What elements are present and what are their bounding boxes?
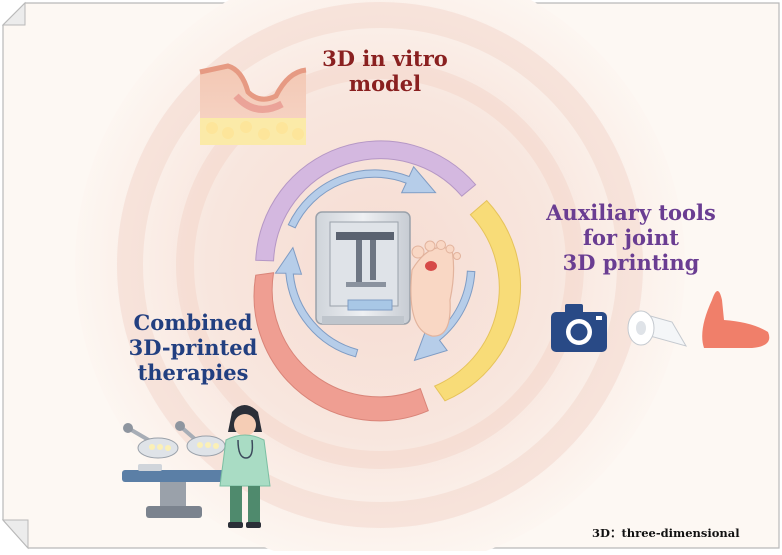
ring-segment-red (253, 272, 429, 422)
label-combined-therapies: Combined 3D-printed therapies (98, 310, 288, 386)
arrow-top (287, 165, 437, 229)
label-top-line-2: model (348, 71, 422, 97)
label-right-line-1: Auxiliary tools (546, 200, 716, 225)
label-top-line-1: 3D in vitro (322, 46, 448, 71)
corner-fold-bottom (1, 519, 29, 550)
ring-segment-yellow (433, 199, 521, 402)
surgical-lamp-icon (123, 421, 226, 459)
operating-table-icon (122, 464, 234, 518)
corner-fold-top (1, 1, 26, 26)
ring-segment-purple (255, 140, 477, 262)
arrow-left (274, 246, 359, 358)
footnote: 3D：three-dimensional (592, 526, 740, 540)
bioprinter-icon (315, 211, 411, 325)
label-left-line-3: therapies (137, 360, 249, 386)
label-auxiliary-tools: Auxiliary tools for joint 3D printing (520, 200, 742, 276)
doctor-icon (219, 405, 271, 528)
label-right-line-2: for joint (583, 225, 679, 251)
label-left-line-2: 3D-printed (128, 335, 258, 361)
skin-section-icon (199, 63, 307, 145)
glow-ring-inner (176, 61, 584, 469)
foot-icon (702, 291, 770, 348)
camera-icon (551, 304, 607, 352)
label-3d-in-vitro-model: 3D in vitro model (285, 46, 485, 96)
glow-ring-outer (117, 2, 643, 528)
wounded-foot-icon (410, 240, 461, 337)
label-right-line-3: 3D printing (562, 250, 700, 276)
bandage-roll-icon (627, 310, 688, 347)
label-left-line-1: Combined (133, 310, 253, 335)
arrow-right (413, 270, 476, 362)
